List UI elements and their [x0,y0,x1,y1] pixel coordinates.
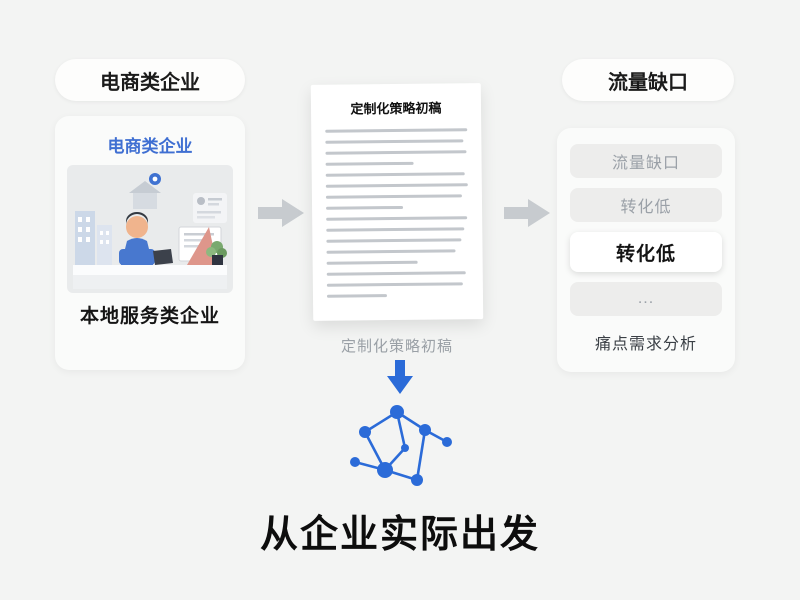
list-item: 转化低 [570,188,722,222]
document-text-lines [325,128,469,298]
left-card-title: 电商类企业 [107,137,193,156]
left-card-caption: 本地服务类企业 [79,306,220,327]
right-badge: 流量缺口 [562,59,734,101]
down-arrow-icon [387,360,413,394]
office-worker-illustration [67,165,233,293]
list-item-highlighted: 转化低 [570,232,722,272]
right-card-caption: 痛点需求分析 [594,336,697,353]
right-badge-label: 流量缺口 [608,71,688,94]
footer-title: 从企业实际出发 [259,514,540,556]
document-paper: 定制化策略初稿 [310,83,484,321]
left-badge-label: 电商类企业 [100,71,200,94]
list-item: 流量缺口 [570,144,722,178]
right-card: 流量缺口 转化低 转化低 ... 痛点需求分析 [557,128,735,372]
left-badge: 电商类企业 [55,59,245,101]
document-caption: 定制化策略初稿 [340,338,453,355]
network-graph-icon [350,405,452,486]
left-card: 电商类企业 [55,116,245,370]
list-item: ... [570,282,722,316]
document-title: 定制化策略初稿 [350,100,442,117]
right-arrow-icon [258,199,304,227]
right-arrow-icon [504,199,550,227]
